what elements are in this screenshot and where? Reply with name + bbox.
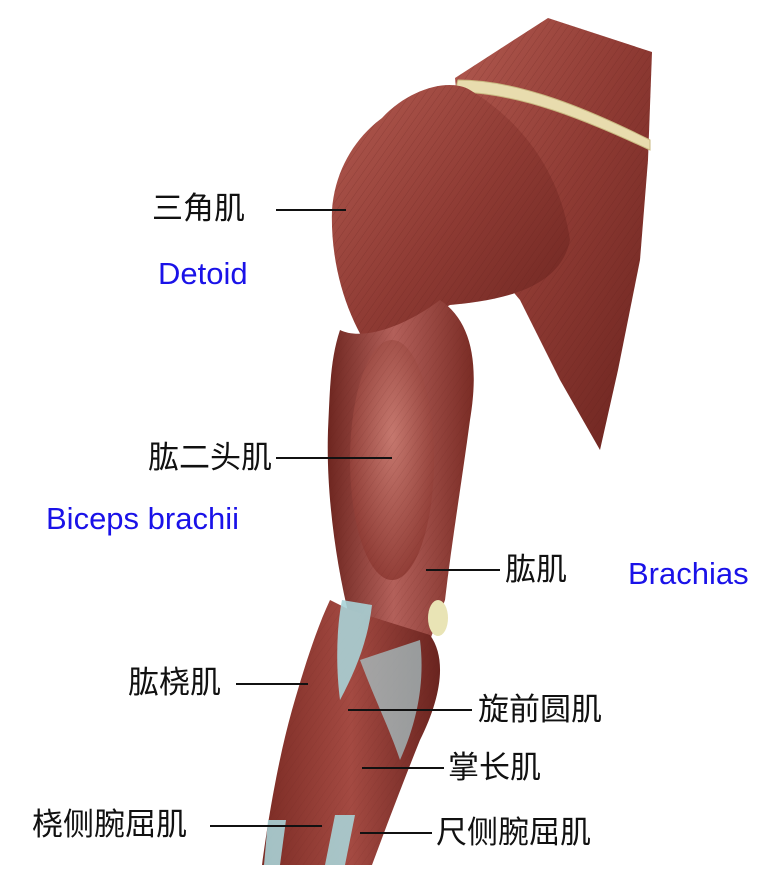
label-palmaris-longus-cn: 掌长肌: [448, 753, 541, 784]
label-biceps-cn: 肱二头肌: [148, 443, 272, 474]
label-flexor-carpi-radialis-cn: 桡侧腕屈肌: [32, 810, 187, 841]
label-pronator-teres-cn: 旋前圆肌: [478, 695, 602, 726]
label-brachioradialis-cn: 肱桡肌: [128, 668, 221, 699]
label-biceps-en: Biceps brachii: [46, 503, 239, 534]
upper-arm-fibers: [328, 300, 474, 640]
label-brachialis-cn: 肱肌: [505, 555, 567, 586]
label-brachialis-en: Brachias: [628, 558, 749, 589]
epicondyle: [428, 600, 448, 636]
label-deltoid-cn: 三角肌: [152, 194, 245, 225]
label-flexor-carpi-ulnaris-cn: 尺侧腕屈肌: [436, 818, 591, 849]
label-deltoid-en: Detoid: [158, 258, 248, 289]
